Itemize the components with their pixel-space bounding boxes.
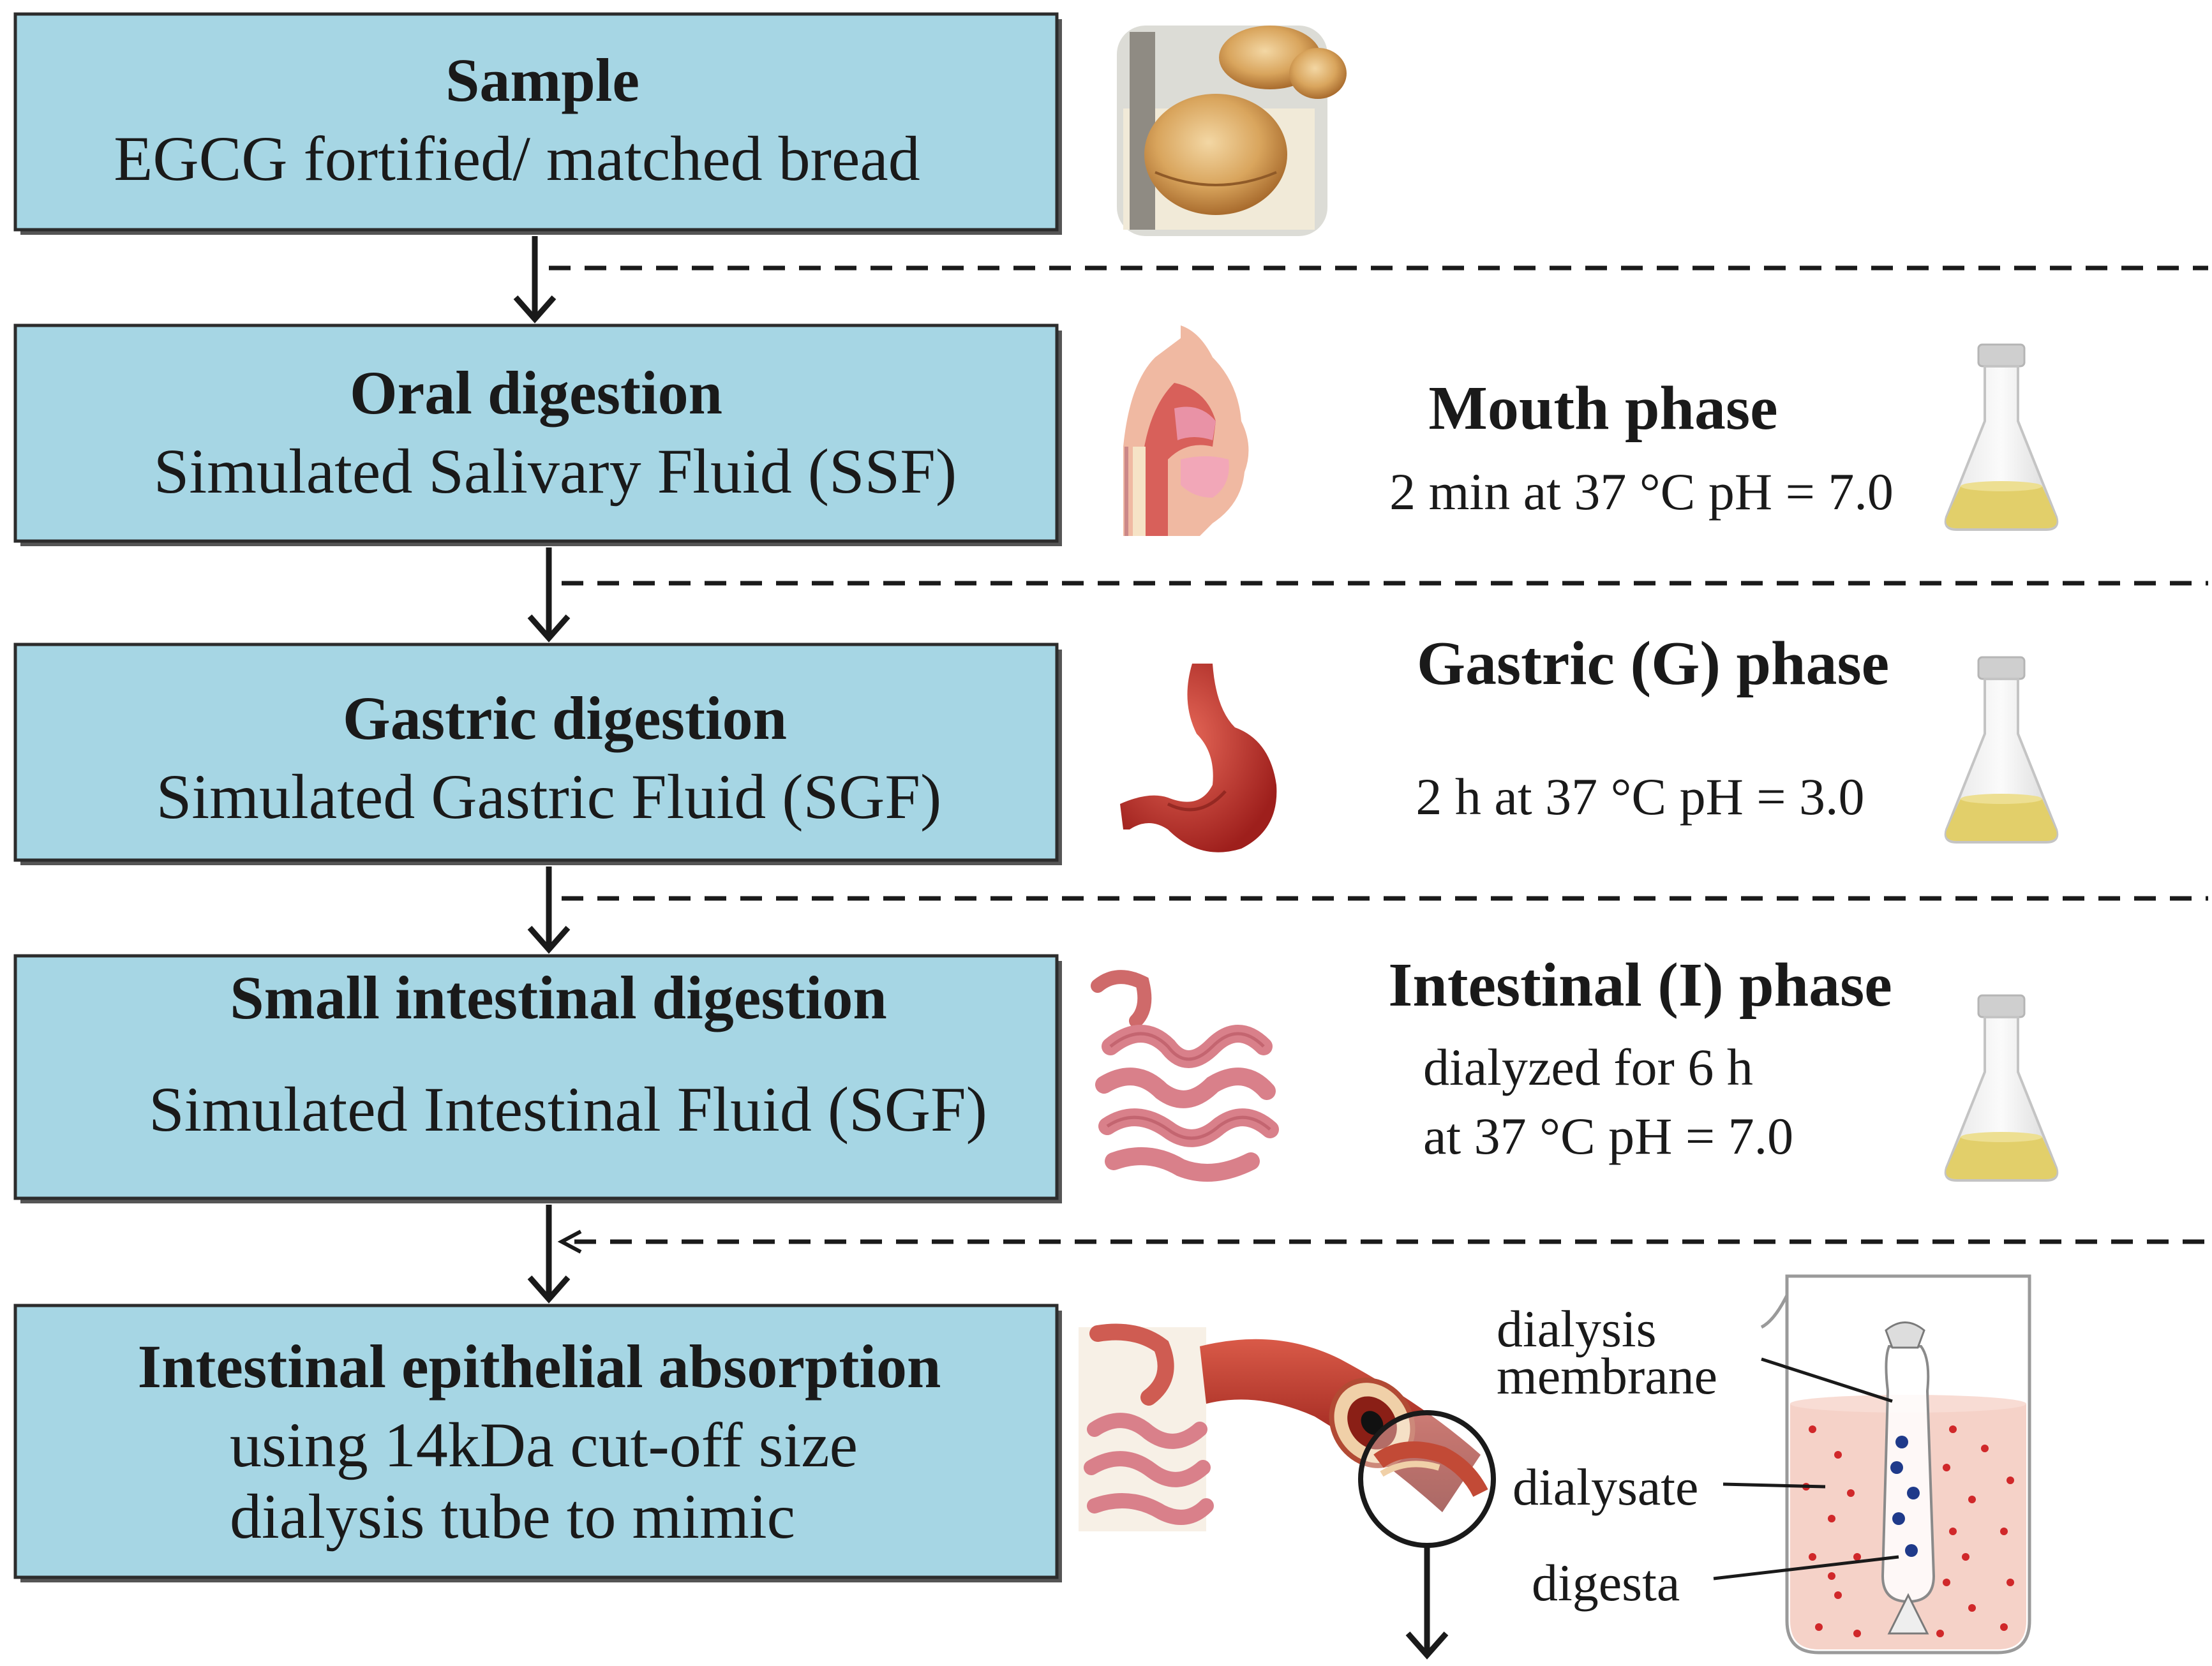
dialysate-label: dialysate [1513,1458,1698,1516]
step-title: Sample [445,46,639,114]
magnifier-icon [1358,1410,1496,1548]
step-absorption: Intestinal epithelial absorption using 1… [13,1304,1062,1582]
flask-icon [1944,656,2059,844]
phase-gastric: Gastric (G) phase 2 h at 37 °C pH = 3.0 [1416,629,1889,826]
digesta-particles [1890,1436,1920,1557]
down-arrow [527,1205,571,1304]
step-line: Simulated Gastric Fluid (SGF) [156,761,942,832]
step-oral: Oral digestion Simulated Salivary Fluid … [13,324,1062,546]
step-line: EGCG fortified/ matched bread [114,123,920,194]
small-intestine-icon [1091,970,1279,1182]
phase-line: at 37 °C pH = 7.0 [1423,1107,1793,1165]
flask-icon [1944,994,2059,1182]
down-arrow [527,866,571,954]
down-arrow [527,547,571,643]
step-sample: Sample EGCG fortified/ matched bread [13,12,1062,235]
flask-icon [1944,343,2059,531]
intestine-vessel-icon [1079,1323,1481,1531]
step-line: using 14kDa cut-off size [230,1409,858,1480]
step-title: Intestinal epithelial absorption [138,1332,941,1401]
phase-line: 2 h at 37 °C pH = 3.0 [1416,768,1864,826]
phase-title: Gastric (G) phase [1417,629,1889,698]
phase-line: dialyzed for 6 h [1423,1038,1753,1096]
step-line: dialysis tube to mimic [230,1481,795,1552]
dialysate-particles [1802,1425,2014,1637]
step-line: Simulated Intestinal Fluid (SGF) [149,1074,987,1145]
phase-title: Intestinal (I) phase [1388,951,1892,1020]
flow-arrows [513,236,1449,1660]
phase-separators [549,265,2208,1254]
step-line: Simulated Salivary Fluid (SSF) [154,436,957,507]
phase-line: 2 min at 37 °C pH = 7.0 [1389,463,1894,521]
stomach-icon [1120,664,1277,852]
phase-intestinal: Intestinal (I) phase dialyzed for 6 h at… [1388,951,1892,1165]
step-title: Gastric digestion [343,684,787,752]
step-title: Small intestinal digestion [230,963,886,1032]
step-gastric: Gastric digestion Simulated Gastric Flui… [13,643,1062,865]
phase-mouth: Mouth phase 2 min at 37 °C pH = 7.0 [1389,374,1894,521]
membrane-label-line2: membrane [1497,1347,1717,1405]
phase-title: Mouth phase [1428,374,1777,443]
dialysis-labels: dialysis membrane dialysate digesta [1497,1300,1899,1612]
output-arrow [1405,1544,1449,1660]
down-arrow [513,236,557,324]
separator-arrowhead [557,1230,582,1254]
step-small-intestine: Small intestinal digestion Simulated Int… [13,954,1062,1203]
dialysis-beaker-icon [1760,1274,2031,1655]
mouth-anatomy-icon [1123,325,1249,536]
membrane-label-line1: dialysis [1497,1300,1657,1358]
digesta-label: digesta [1532,1554,1680,1612]
bread-photo-icon [1117,26,1347,236]
step-title: Oral digestion [350,359,722,427]
